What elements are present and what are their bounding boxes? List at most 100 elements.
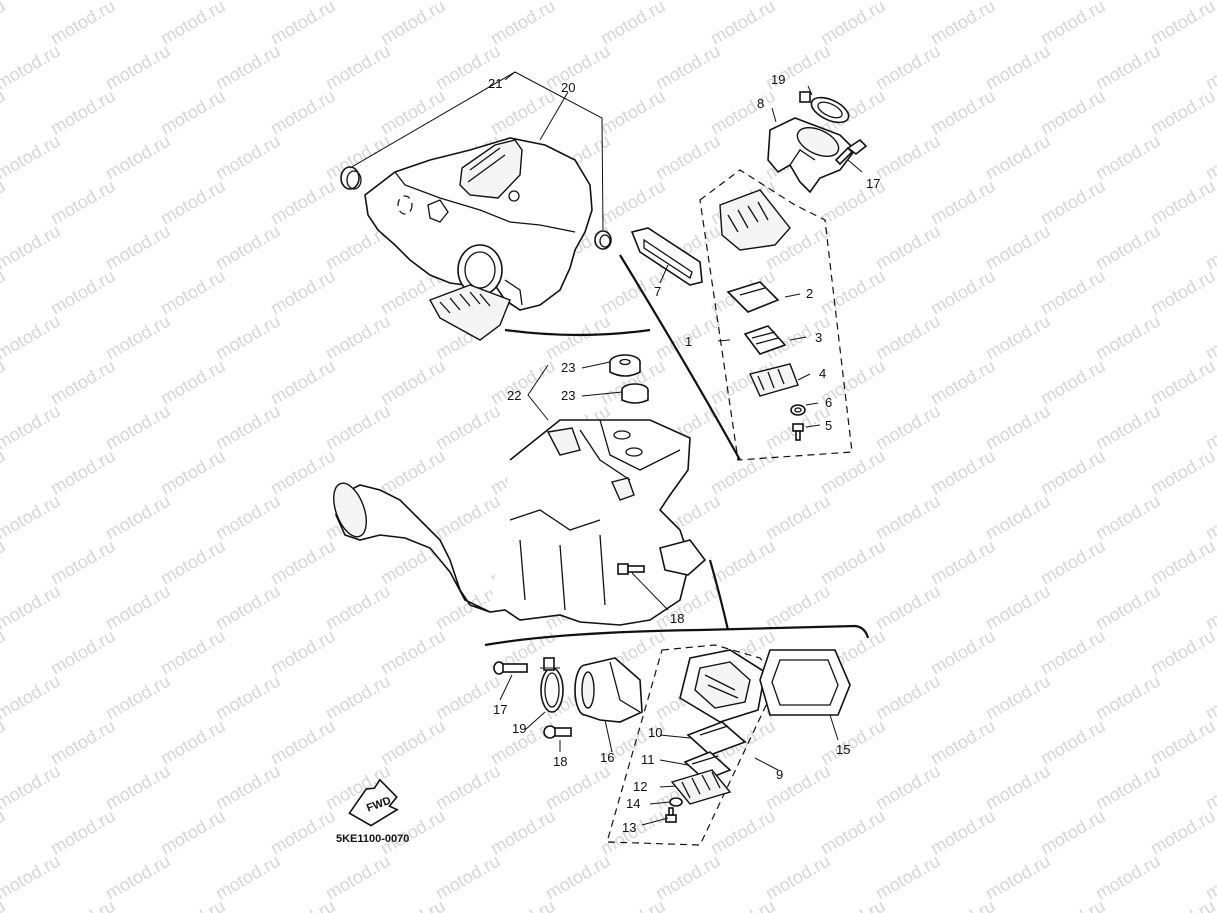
watermark-text: motod.ru <box>1147 626 1217 679</box>
watermark-text: motod.ru <box>487 806 559 859</box>
callout-10: 10 <box>648 725 662 740</box>
watermark-text: motod.ru <box>762 851 834 904</box>
watermark-text: motod.ru <box>267 446 339 499</box>
bolt-17-top <box>834 138 868 166</box>
watermark-text: motod.ru <box>267 86 339 139</box>
watermark-text: motod.ru <box>1092 41 1164 94</box>
watermark-text: motod.ru <box>322 401 394 454</box>
watermark-text: motod.ru <box>157 896 229 913</box>
watermark-text: motod.ru <box>1202 311 1217 364</box>
watermark-text: motod.ru <box>212 671 284 724</box>
watermark-text: motod.ru <box>377 86 449 139</box>
watermark-text: motod.ru <box>1092 131 1164 184</box>
watermark-text: motod.ru <box>982 311 1054 364</box>
watermark-text: motod.ru <box>0 0 9 48</box>
watermark-text: motod.ru <box>377 626 449 679</box>
watermark-text: motod.ru <box>0 356 9 409</box>
callout-7: 7 <box>654 284 661 299</box>
watermark-text: motod.ru <box>817 896 889 913</box>
callout-6: 6 <box>825 395 832 410</box>
watermark-text: motod.ru <box>0 581 64 634</box>
reed-plate-4 <box>749 363 799 397</box>
watermark-text: motod.ru <box>267 806 339 859</box>
watermark-text: motod.ru <box>1092 311 1164 364</box>
watermark-text: motod.ru <box>817 0 889 48</box>
grommet-right <box>594 230 612 250</box>
callout-12: 12 <box>633 779 647 794</box>
watermark-text: motod.ru <box>47 536 119 589</box>
reed-plate-12 <box>670 769 732 805</box>
watermark-text: motod.ru <box>267 626 339 679</box>
watermark-text: motod.ru <box>1037 86 1109 139</box>
watermark-text: motod.ru <box>597 176 669 229</box>
callout-15: 15 <box>836 742 850 757</box>
watermark-text: motod.ru <box>1037 446 1109 499</box>
callout-23-lower: 23 <box>561 388 575 403</box>
watermark-text: motod.ru <box>487 896 559 913</box>
watermark-text: motod.ru <box>1037 0 1109 48</box>
callout-18-mid: 18 <box>670 611 684 626</box>
watermark-text: motod.ru <box>1147 536 1217 589</box>
bolt-17-bottom <box>493 661 528 675</box>
watermark-text: motod.ru <box>1092 401 1164 454</box>
watermark-text: motod.ru <box>212 221 284 274</box>
watermark-text: motod.ru <box>542 41 614 94</box>
watermark-text: motod.ru <box>487 86 559 139</box>
watermark-text: motod.ru <box>1202 491 1217 544</box>
watermark-text: motod.ru <box>157 356 229 409</box>
watermark-text: motod.ru <box>212 131 284 184</box>
watermark-text: motod.ru <box>0 536 9 589</box>
callout-17-bottom: 17 <box>493 702 507 717</box>
watermark-text: motod.ru <box>927 0 999 48</box>
watermark-text: motod.ru <box>927 176 999 229</box>
callout-22: 22 <box>507 388 521 403</box>
watermark-text: motod.ru <box>157 266 229 319</box>
watermark-text: motod.ru <box>267 0 339 48</box>
watermark-text: motod.ru <box>1202 851 1217 904</box>
watermark-text: motod.ru <box>0 311 64 364</box>
callout-19-bottom: 19 <box>512 721 526 736</box>
forward-arrow-icon: FWD <box>348 778 399 827</box>
watermark-text: motod.ru <box>707 86 779 139</box>
watermark-text: motod.ru <box>212 401 284 454</box>
watermark-text: motod.ru <box>1147 266 1217 319</box>
watermark-text: motod.ru <box>102 131 174 184</box>
watermark-text: motod.ru <box>0 671 64 724</box>
watermark-text: motod.ru <box>872 851 944 904</box>
watermark-text: motod.ru <box>377 0 449 48</box>
watermark-text: motod.ru <box>1202 761 1217 814</box>
watermark-text: motod.ru <box>102 401 174 454</box>
watermark-text: motod.ru <box>0 806 9 859</box>
watermark-text: motod.ru <box>927 86 999 139</box>
air-box-case <box>333 419 707 626</box>
watermark-text: motod.ru <box>267 896 339 913</box>
watermark-text: motod.ru <box>872 311 944 364</box>
watermark-text: motod.ru <box>487 356 559 409</box>
watermark-text: motod.ru <box>47 356 119 409</box>
watermark-text: motod.ru <box>1092 491 1164 544</box>
gasket-15 <box>759 649 851 716</box>
callout-23-upper: 23 <box>561 360 575 375</box>
watermark-text: motod.ru <box>1037 716 1109 769</box>
callout-20: 20 <box>561 80 575 95</box>
watermark-text: motod.ru <box>762 761 834 814</box>
callout-9: 9 <box>776 767 783 782</box>
watermark-text: motod.ru <box>322 581 394 634</box>
watermark-text: motod.ru <box>872 581 944 634</box>
watermark-text: motod.ru <box>377 446 449 499</box>
watermark-text: motod.ru <box>1037 806 1109 859</box>
watermark-text: motod.ru <box>102 41 174 94</box>
watermark-text: motod.ru <box>47 86 119 139</box>
watermark-text: motod.ru <box>1202 221 1217 274</box>
callout-2: 2 <box>806 286 813 301</box>
watermark-text: motod.ru <box>432 491 504 544</box>
watermark-text: motod.ru <box>157 446 229 499</box>
watermark-text: motod.ru <box>0 626 9 679</box>
callout-16: 16 <box>600 750 614 765</box>
watermark-text: motod.ru <box>0 491 64 544</box>
watermark-text: motod.ru <box>102 581 174 634</box>
watermark-text: motod.ru <box>322 41 394 94</box>
watermark-text: motod.ru <box>1037 176 1109 229</box>
watermark-text: motod.ru <box>487 0 559 48</box>
